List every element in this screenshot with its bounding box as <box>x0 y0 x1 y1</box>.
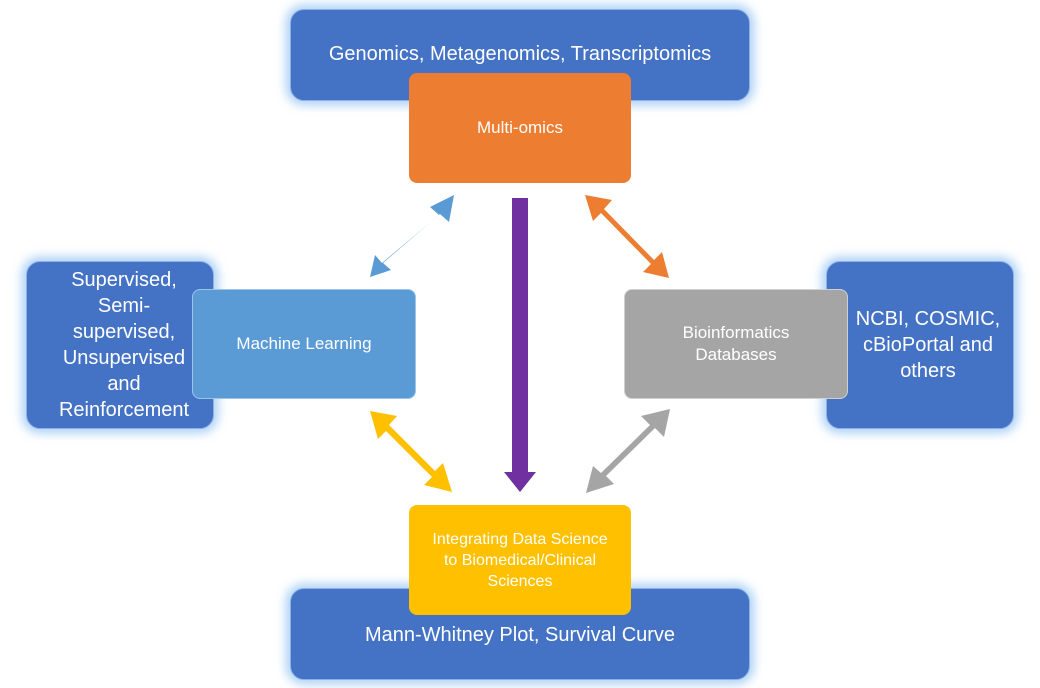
integrating-data-science-node: Integrating Data Science to Biomedical/C… <box>409 505 631 615</box>
learning-types-box: Supervised, Semi- supervised, Unsupervis… <box>26 261 214 429</box>
arrow-bioinformatics-integrating <box>586 409 670 493</box>
learning-types-label: Supervised, Semi- supervised, Unsupervis… <box>58 269 190 421</box>
arrow-multiomics-bioinformatics <box>585 195 669 278</box>
analysis-context-label: Mann-Whitney Plot, Survival Curve <box>364 624 676 646</box>
machine-learning-label: Machine Learning <box>236 334 372 353</box>
genomics-context-label: Genomics, Metagenomics, Transcriptomics <box>328 43 712 65</box>
databases-list-label: NCBI, COSMIC, cBioPortal and others <box>855 308 1001 382</box>
integrating-data-science-label: Integrating Data Science to Biomedical/C… <box>432 530 608 590</box>
multi-omics-node: Multi-omics <box>409 73 631 183</box>
bioinformatics-databases-node: Bioinformatics Databases <box>624 289 848 399</box>
arrow-multiomics-machine-learning <box>370 195 454 277</box>
arrow-machine-learning-integrating <box>370 411 452 492</box>
bioinformatics-databases-label: Bioinformatics Databases <box>682 323 790 364</box>
multi-omics-label: Multi-omics <box>477 118 563 137</box>
machine-learning-node: Machine Learning <box>192 289 416 399</box>
arrow-multiomics-integrating <box>504 198 536 492</box>
